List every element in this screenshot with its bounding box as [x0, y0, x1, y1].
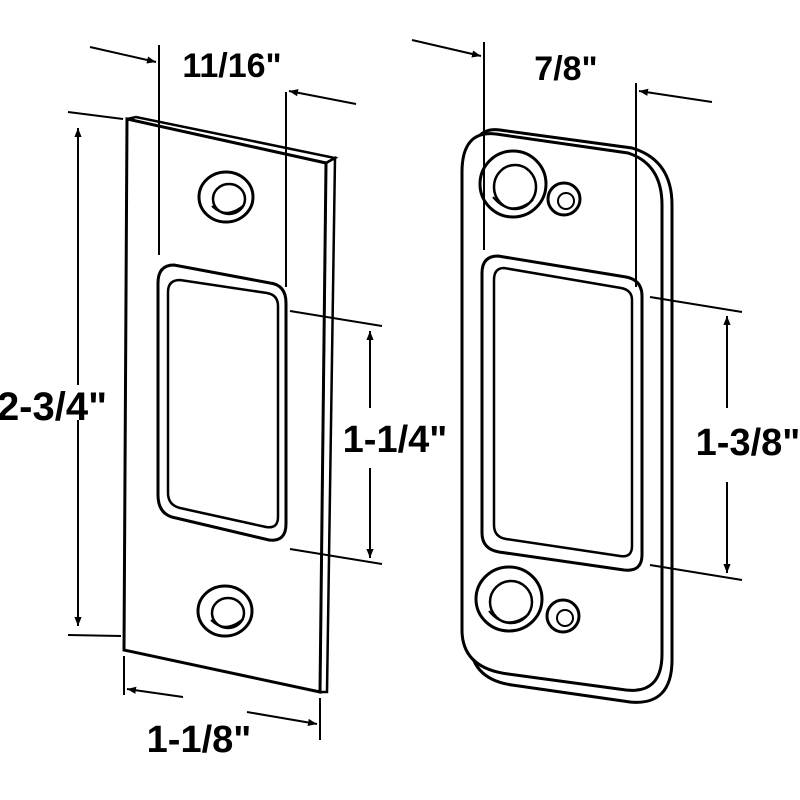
dimension-label-7-8: 7/8"	[534, 50, 597, 88]
dimension-label-1-1-8: 1-1/8"	[147, 719, 252, 761]
dimension-label-1-3-8: 1-3/8"	[696, 422, 800, 464]
right-plate-top-small-hole	[546, 181, 582, 217]
left-plate-top-screw-hole	[197, 170, 255, 224]
dimension-label-1-1-4: 1-1/4"	[343, 419, 448, 461]
left-plate-bottom-screw-hole	[196, 584, 254, 638]
right-plate-bottom-screw-hole	[474, 565, 544, 633]
dimension-label-2-3-4: 2-3/4"	[0, 385, 107, 429]
dimension-11-16	[89, 45, 357, 287]
dimension-7-8	[411, 39, 713, 287]
dimension-2-3-4	[67, 111, 124, 637]
dimension-1-1-8	[123, 656, 321, 740]
right-strike-plate	[460, 128, 674, 704]
right-plate-bolt-opening	[480, 254, 644, 572]
left-plate-face	[122, 117, 328, 694]
left-strike-plate	[122, 115, 339, 694]
dimension-label-11-16: 11/16"	[182, 47, 281, 85]
right-plate-top-screw-hole	[478, 149, 548, 219]
right-plate-face	[460, 132, 664, 692]
dimension-1-1-4	[289, 310, 383, 565]
dimension-1-3-8	[649, 296, 743, 581]
right-plate-bottom-small-hole	[545, 598, 581, 634]
left-plate-bolt-opening	[156, 263, 288, 542]
